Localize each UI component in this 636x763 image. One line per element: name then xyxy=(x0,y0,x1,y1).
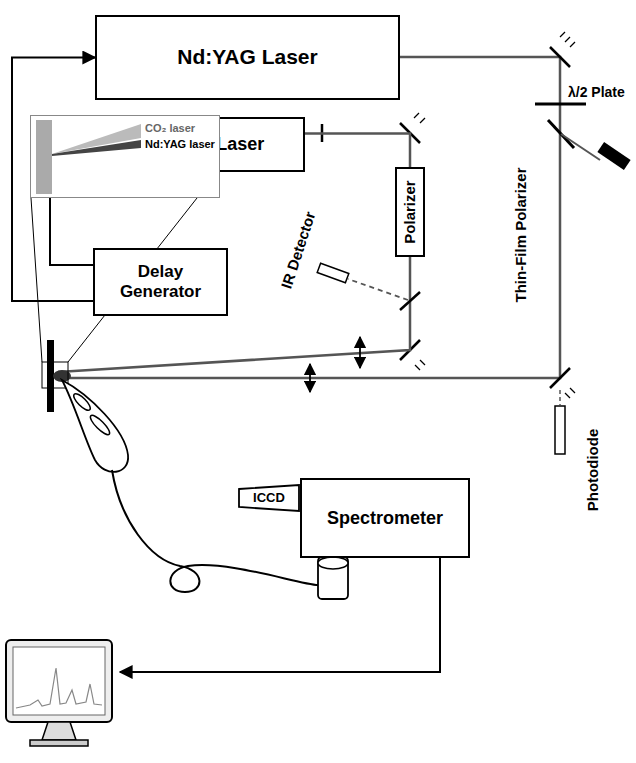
laser-beam xyxy=(305,134,410,168)
camera-trapezoid: ICCD xyxy=(238,484,300,512)
ir-pickoff xyxy=(348,279,408,300)
ir-detector-icon xyxy=(317,263,349,283)
data-line xyxy=(120,558,440,672)
focusing-lenses xyxy=(310,337,360,392)
node-label: ICCD xyxy=(253,491,285,506)
fiber-port-face xyxy=(318,557,348,569)
polarizer-box: Polarizer xyxy=(395,167,425,257)
part-label: Photodiode xyxy=(584,427,601,514)
beam-label: CO₂ laser xyxy=(145,122,195,135)
photodiode-icon xyxy=(555,406,565,454)
photodiode-pickoff xyxy=(559,390,561,405)
node-label: Nd:YAG Laser xyxy=(177,45,317,69)
node-label: Polarizer xyxy=(401,180,418,243)
beam-dump xyxy=(597,142,630,170)
laser-box: Nd:YAG Laser xyxy=(95,15,400,100)
beam-splitter xyxy=(400,292,420,310)
node-label: Spectrometer xyxy=(327,508,443,529)
spectrometer-box: Spectrometer xyxy=(300,478,470,558)
inset-box: CO₂ laserNd:YAG laser xyxy=(30,115,220,198)
part-label: Thin-Film Polarizer xyxy=(512,165,529,304)
fiber-port xyxy=(318,557,348,599)
computer-monitor xyxy=(6,640,112,746)
collection-lens xyxy=(88,413,112,437)
beam-label: Nd:YAG laser xyxy=(145,138,215,151)
optical-fiber xyxy=(112,470,318,592)
half-wave-plate xyxy=(535,103,586,106)
target xyxy=(47,340,54,412)
mirror-symbols xyxy=(400,32,575,398)
zoom-leader xyxy=(31,198,42,362)
collection-cone xyxy=(62,380,128,472)
rejected-beam xyxy=(561,134,600,160)
controller-box: Delay Generator xyxy=(93,248,228,316)
co2-beam xyxy=(58,200,410,372)
node-label: Delay Generator xyxy=(106,262,216,301)
collection-lens xyxy=(71,391,92,412)
part-label: λ/2 Plate xyxy=(566,84,627,100)
ndyag-beam xyxy=(58,57,560,378)
part-label: IR Detector xyxy=(277,207,319,292)
